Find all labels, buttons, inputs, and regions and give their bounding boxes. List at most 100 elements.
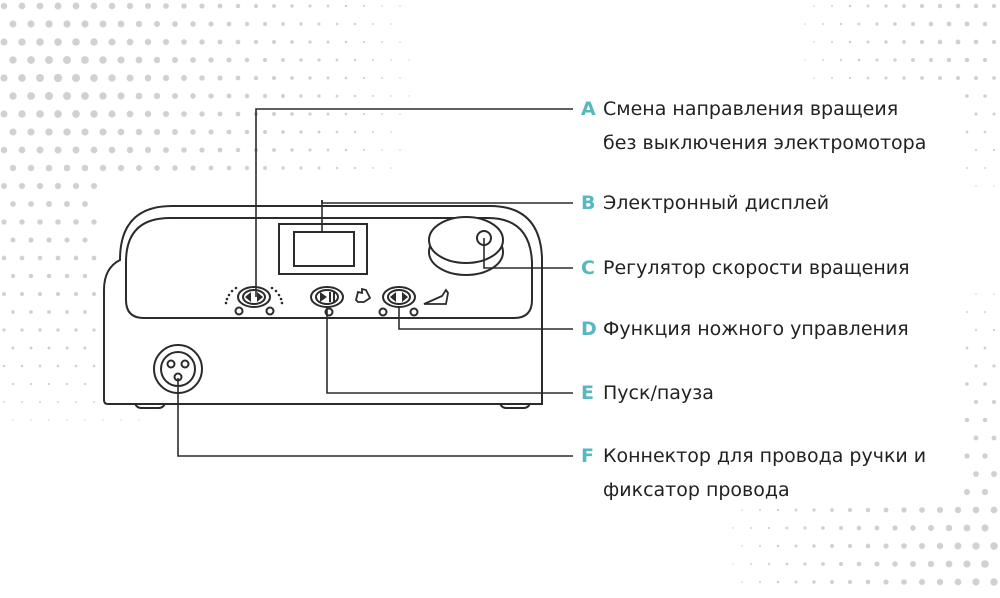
background-dot: [63, 56, 71, 64]
background-dot: [81, 20, 89, 28]
background-dot: [290, 112, 294, 116]
background-dot: [92, 364, 96, 368]
background-dot: [992, 328, 996, 332]
callout-b: B Электронный дисплей: [581, 186, 829, 220]
background-dot: [108, 74, 116, 82]
background-dot: [1, 255, 7, 261]
callout-f-line2: фиксатор провода: [603, 479, 790, 501]
background-dot: [372, 167, 374, 169]
background-dot: [381, 77, 383, 79]
background-dot: [371, 130, 375, 134]
background-dot: [199, 3, 205, 9]
background-dot: [813, 41, 815, 43]
background-dot: [928, 57, 934, 63]
background-dot: [226, 165, 232, 171]
background-dot: [244, 165, 250, 171]
foot-pedal-icon: [423, 288, 449, 305]
background-dot: [37, 255, 43, 261]
background-dot: [163, 3, 169, 9]
background-dot: [965, 130, 969, 134]
background-dot: [299, 94, 303, 98]
background-dot: [244, 57, 250, 63]
background-dot: [90, 38, 98, 46]
background-dot: [226, 57, 232, 63]
background-dot: [964, 417, 970, 423]
background-dot: [244, 21, 250, 27]
callout-a-line1: Смена направления вращеия: [603, 98, 899, 120]
hand-mode-icon: [355, 287, 372, 303]
background-dot: [81, 128, 89, 136]
background-dot: [253, 3, 259, 9]
background-dot: [936, 506, 944, 514]
background-dot: [776, 580, 780, 584]
background-dot: [813, 77, 815, 79]
background-dot: [963, 488, 971, 496]
background-dot: [839, 22, 843, 26]
background-dot: [55, 291, 61, 297]
background-dot: [299, 22, 303, 26]
background-dot: [812, 508, 816, 512]
background-dot: [37, 291, 43, 297]
background-dot: [9, 20, 17, 28]
background-dot: [45, 56, 53, 64]
background-dot: [991, 471, 997, 477]
background-dot: [91, 219, 97, 225]
background-dot: [741, 509, 743, 511]
background-dot: [945, 560, 953, 568]
background-dot: [83, 310, 87, 314]
background-dot: [847, 579, 853, 585]
background-dot: [208, 165, 214, 171]
background-dot: [10, 237, 16, 243]
background-dot: [758, 544, 762, 548]
background-dot: [344, 40, 348, 44]
background-dot: [56, 364, 60, 368]
background-dot: [208, 93, 214, 99]
background-dot: [982, 57, 988, 63]
background-dot: [848, 4, 852, 8]
background-dot: [910, 525, 916, 531]
background-dot: [371, 58, 375, 62]
background-dot: [803, 526, 807, 530]
background-dot: [866, 76, 870, 80]
background-dot: [875, 22, 879, 26]
background-dot: [865, 579, 871, 585]
background-dot: [399, 77, 401, 79]
background-dot: [72, 182, 80, 190]
speed-knob-top: [428, 216, 504, 264]
background-dot: [99, 56, 107, 64]
callout-text-e: Пуск/пауза: [603, 382, 714, 404]
background-dot: [990, 542, 998, 550]
background-dot: [804, 23, 806, 25]
background-dot: [72, 38, 80, 46]
background-dot: [965, 382, 969, 386]
background-dot: [902, 40, 906, 44]
background-dot: [162, 110, 170, 118]
background-dot: [73, 219, 79, 225]
background-dot: [992, 76, 996, 80]
background-dot: [126, 146, 134, 154]
background-dot: [381, 113, 383, 115]
background-dot: [0, 74, 8, 82]
background-dot: [308, 4, 312, 8]
background-dot: [126, 38, 134, 46]
background-dot: [390, 59, 392, 61]
callout-f-line1: Коннектор для провода ручки и: [603, 445, 927, 467]
background-dot: [830, 544, 834, 548]
background-dot: [856, 525, 862, 531]
background-dot: [90, 182, 98, 190]
background-dot: [984, 167, 986, 169]
background-dot: [55, 219, 61, 225]
background-dot: [144, 110, 152, 118]
background-dot: [21, 401, 23, 403]
background-dot: [84, 419, 86, 421]
background-dot: [271, 39, 277, 45]
leader-lines: [177, 108, 573, 457]
callout-a: A Смена направления вращеия без выключен…: [581, 92, 926, 160]
background-dot: [991, 3, 997, 9]
background-dot: [353, 166, 357, 170]
background-dot: [991, 435, 997, 441]
background-dot: [290, 148, 294, 152]
background-dot: [918, 578, 926, 586]
background-dot: [955, 39, 961, 45]
background-dot: [963, 560, 971, 568]
